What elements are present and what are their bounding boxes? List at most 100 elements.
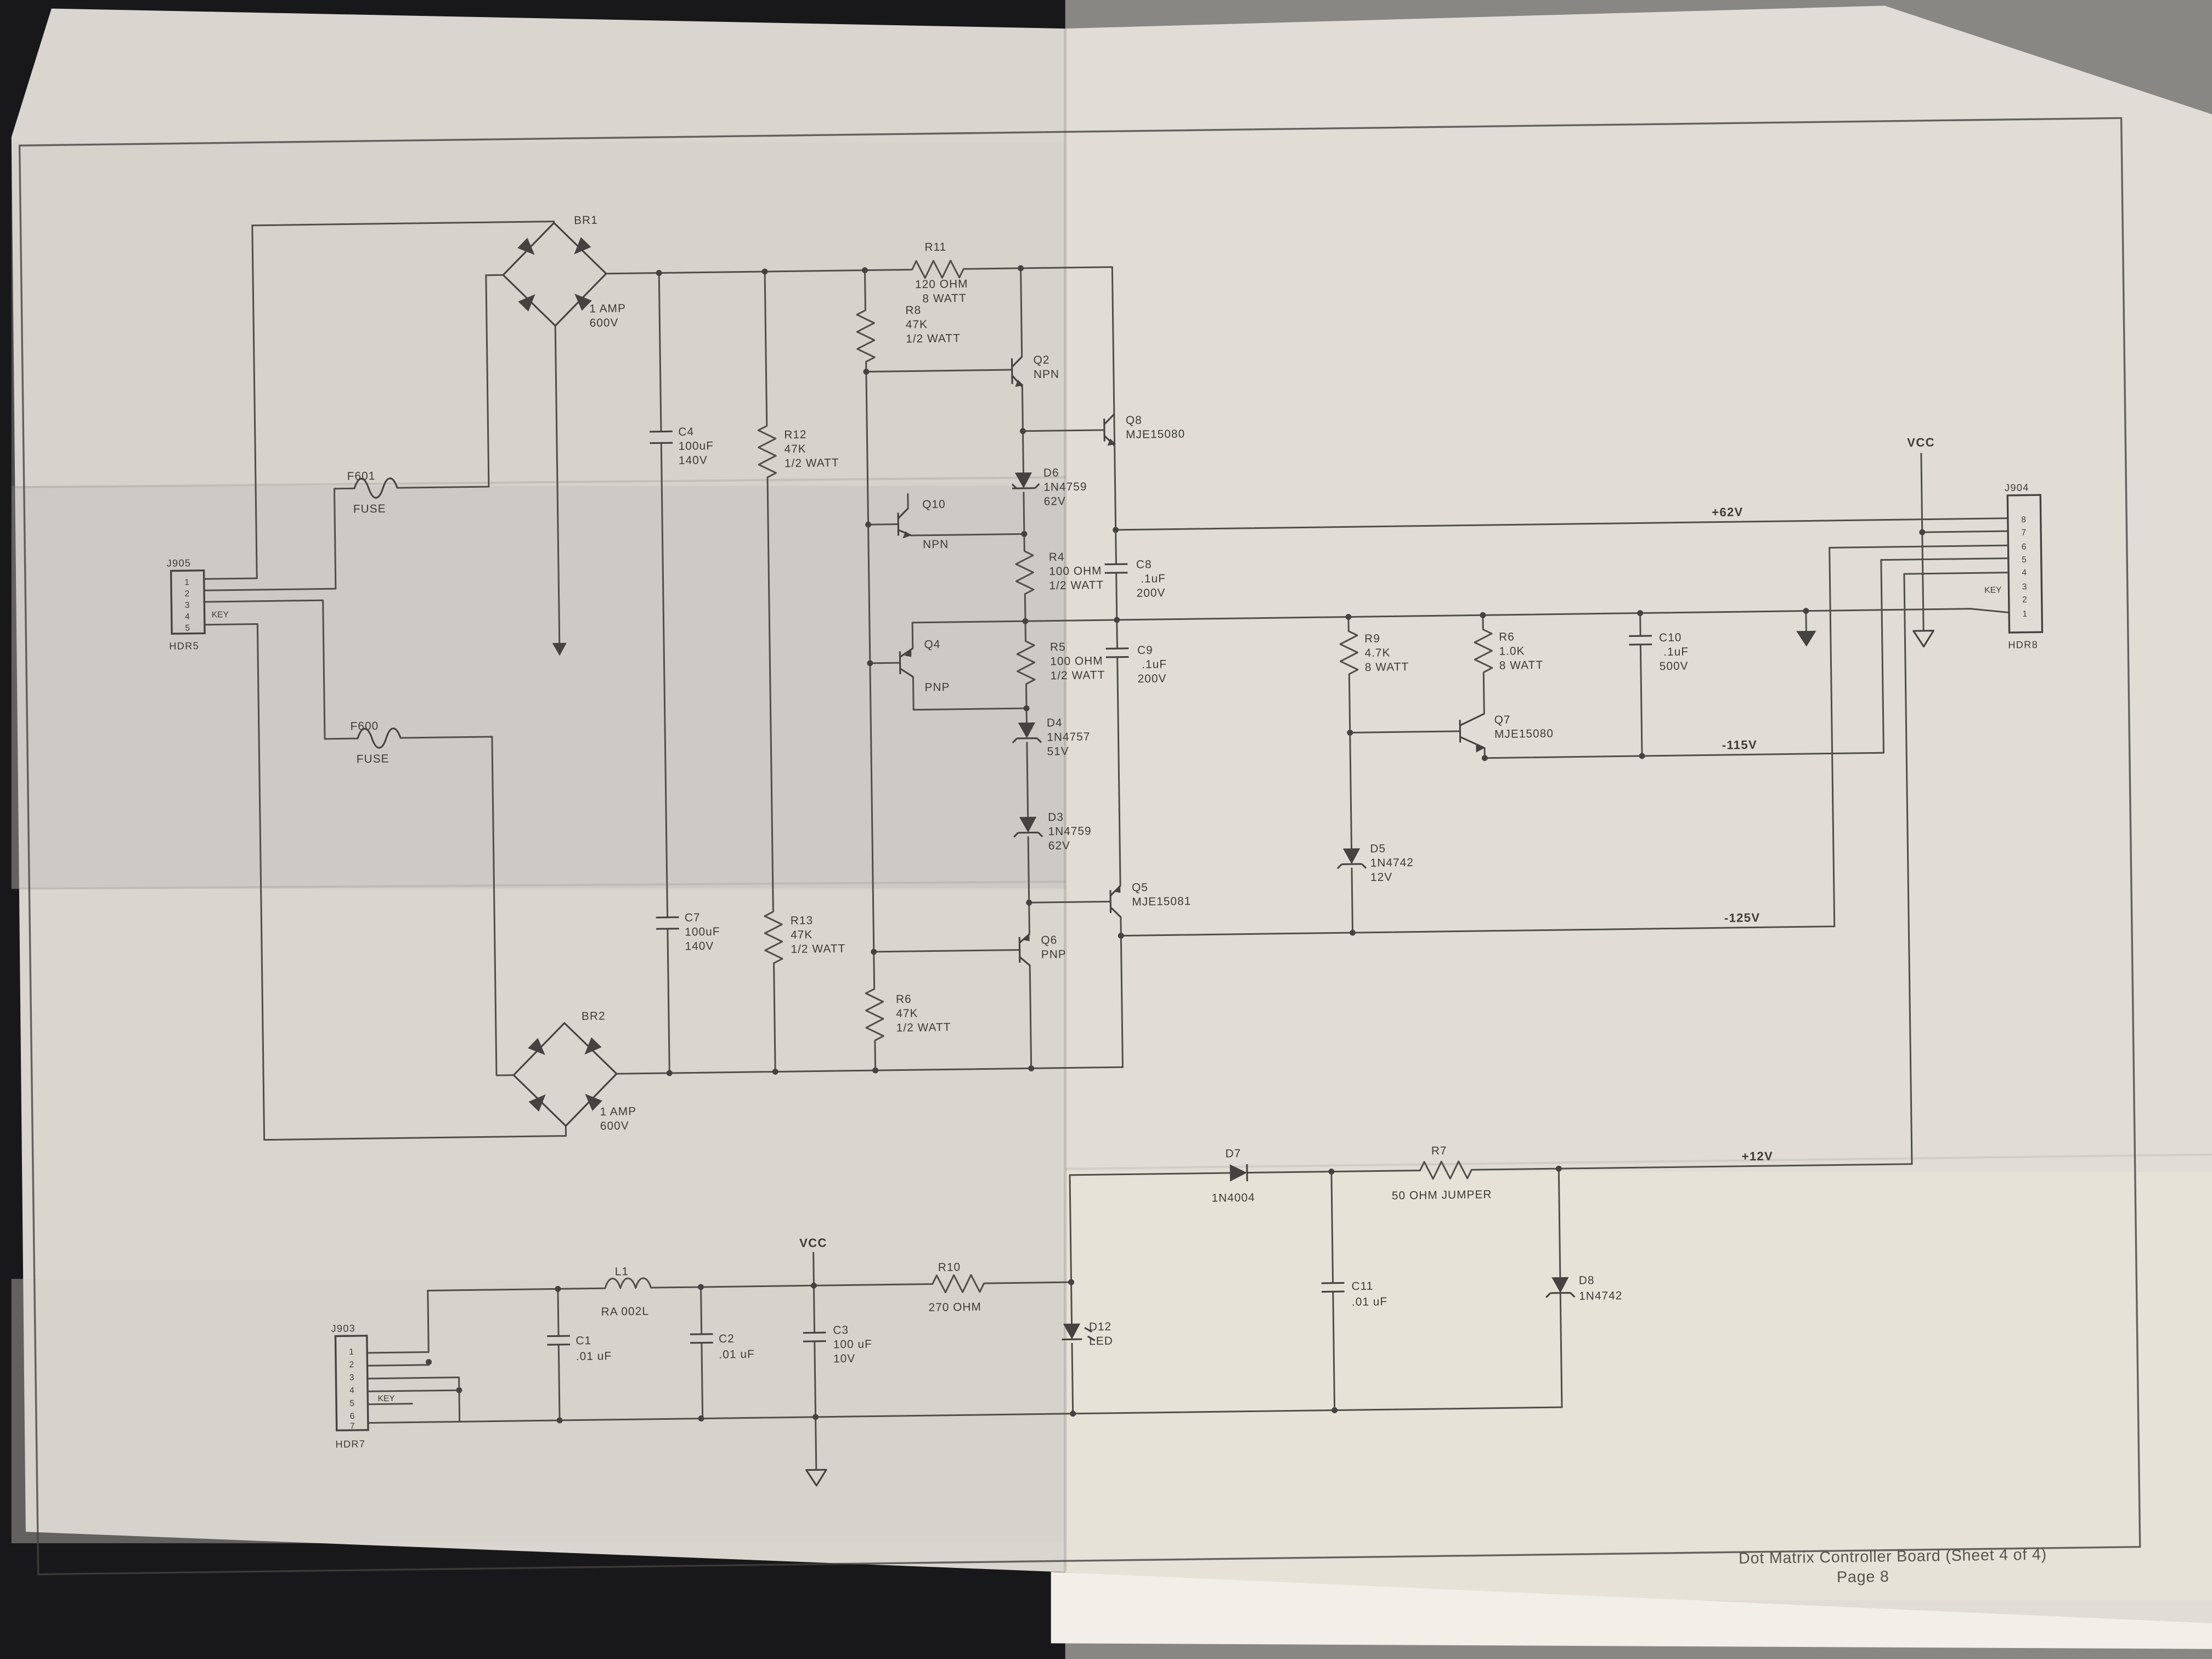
l1-value: RA 002L <box>601 1305 650 1318</box>
r6-lower-ref: R6 <box>896 993 912 1006</box>
q6-ref: Q6 <box>1041 934 1057 946</box>
br1-rating: 600V <box>590 317 619 330</box>
j903-type: HDR7 <box>335 1438 365 1450</box>
labels: BR1 1 AMP 600V BR2 1 AMP 600V F601 FUSE … <box>167 214 2047 1586</box>
c8-ref: C8 <box>1136 558 1152 571</box>
junction-dot <box>872 1067 879 1074</box>
c9-value: .1uF <box>1142 658 1167 671</box>
c11-value: .01 uF <box>1352 1295 1388 1308</box>
junction-dot <box>812 1414 819 1420</box>
c4-ref: C4 <box>678 426 694 438</box>
d6-rating: 62V <box>1043 495 1065 508</box>
junction-dot <box>698 1284 704 1290</box>
r9-ref: R9 <box>1364 633 1380 645</box>
c8-rating: 200V <box>1136 586 1165 600</box>
c2-value: .01 uF <box>719 1348 755 1361</box>
q2-type: NPN <box>1034 368 1059 381</box>
junction-dot <box>1070 1410 1076 1417</box>
wires <box>203 221 2010 1471</box>
junction-dot <box>556 1417 563 1424</box>
d3-value: 1N4759 <box>1048 825 1092 838</box>
j905-name: J905 <box>167 557 191 569</box>
r8-rating: 1/2 WATT <box>906 332 961 345</box>
sheet-title: Dot Matrix Controller Board (Sheet 4 of … <box>1739 1546 2047 1567</box>
q8-ref: Q8 <box>1126 414 1142 427</box>
junction-dot <box>1331 1407 1338 1413</box>
br1-value: 1 AMP <box>589 302 626 315</box>
r10-ref: R10 <box>938 1261 961 1274</box>
d12-type: LED <box>1089 1335 1113 1348</box>
r4-ref: R4 <box>1049 551 1065 563</box>
r13-ref: R13 <box>791 914 814 927</box>
d7-value: 1N4004 <box>1211 1192 1255 1205</box>
f601-value: FUSE <box>353 503 386 516</box>
br1-bridge-symbol <box>502 222 607 656</box>
schematic: BR1 1 AMP 600V BR2 1 AMP 600V F601 FUSE … <box>18 117 2141 1586</box>
q5-type: MJE15081 <box>1132 895 1191 908</box>
junction-dot <box>1021 531 1028 537</box>
f600-value: FUSE <box>357 753 390 766</box>
c11-ref: C11 <box>1351 1280 1373 1293</box>
junction-dot <box>1347 729 1353 736</box>
j904-pin8: 8 <box>2021 515 2026 524</box>
net-minus125: -125V <box>1724 911 1760 925</box>
junction-dot <box>810 1282 817 1289</box>
r10-value: 270 OHM <box>928 1301 981 1314</box>
q6-type: PNP <box>1041 948 1066 961</box>
d5-value: 1N4742 <box>1370 856 1414 870</box>
r13-value: 47K <box>791 928 812 941</box>
junction-dot <box>865 521 872 528</box>
junction-dot <box>1480 612 1486 618</box>
component-symbols <box>170 222 2044 1487</box>
d6-ref: D6 <box>1043 466 1059 479</box>
r4-rating: 1/2 WATT <box>1049 579 1104 592</box>
r6-lower-rating: 1/2 WATT <box>896 1021 951 1034</box>
j905-pin2: 2 <box>184 589 189 599</box>
junction-dot <box>698 1415 704 1422</box>
j903-pin6: 6 <box>350 1412 355 1421</box>
q10-ref: Q10 <box>922 498 946 511</box>
junction-dot <box>1018 265 1024 272</box>
c7-value: 100uF <box>685 926 720 939</box>
j905-key: KEY <box>212 610 229 619</box>
r7-value: 50 OHM JUMPER <box>1392 1188 1492 1202</box>
c1-value: .01 uF <box>576 1350 612 1363</box>
junction-dots <box>426 265 1926 1424</box>
d4-value: 1N4757 <box>1047 730 1091 743</box>
capacitor-symbols <box>547 430 1652 1346</box>
j904-type: HDR8 <box>2008 639 2038 651</box>
c9-ref: C9 <box>1137 644 1153 657</box>
q7-type: MJE15080 <box>1494 727 1554 741</box>
d5-rating: 12V <box>1370 871 1392 884</box>
d3-rating: 62V <box>1048 839 1070 853</box>
junction-dot <box>1026 899 1032 906</box>
junction-dot <box>1328 1169 1335 1175</box>
r9-rating: 8 WATT <box>1365 661 1409 674</box>
junction-dot <box>426 1359 432 1365</box>
junction-dot <box>871 949 877 955</box>
r4-value: 100 OHM <box>1049 565 1102 578</box>
net-plus62: +62V <box>1712 505 1743 520</box>
c10-value: .1uF <box>1663 646 1689 659</box>
junction-dot <box>862 267 868 274</box>
r6-right-rating: 8 WATT <box>1499 659 1544 672</box>
j905-pin4: 4 <box>185 612 190 622</box>
c8-value: .1uF <box>1141 572 1166 585</box>
d8-value: 1N4742 <box>1579 1289 1623 1302</box>
j904-name: J904 <box>2005 482 2029 494</box>
junction-dot <box>555 1285 561 1292</box>
c3-ref: C3 <box>833 1324 849 1336</box>
c3-rating: 10V <box>833 1352 855 1365</box>
j905-pin5: 5 <box>185 624 190 633</box>
r12-rating: 1/2 WATT <box>785 456 839 470</box>
f600-ref: F600 <box>350 720 379 733</box>
q8-type: MJE15080 <box>1126 428 1185 441</box>
junction-dot <box>1118 933 1124 939</box>
junction-dot <box>456 1387 462 1393</box>
j903-connector-box <box>334 1334 369 1432</box>
junction-dot <box>863 369 870 375</box>
r8-ref: R8 <box>905 304 921 317</box>
r11-ref: R11 <box>924 241 946 254</box>
